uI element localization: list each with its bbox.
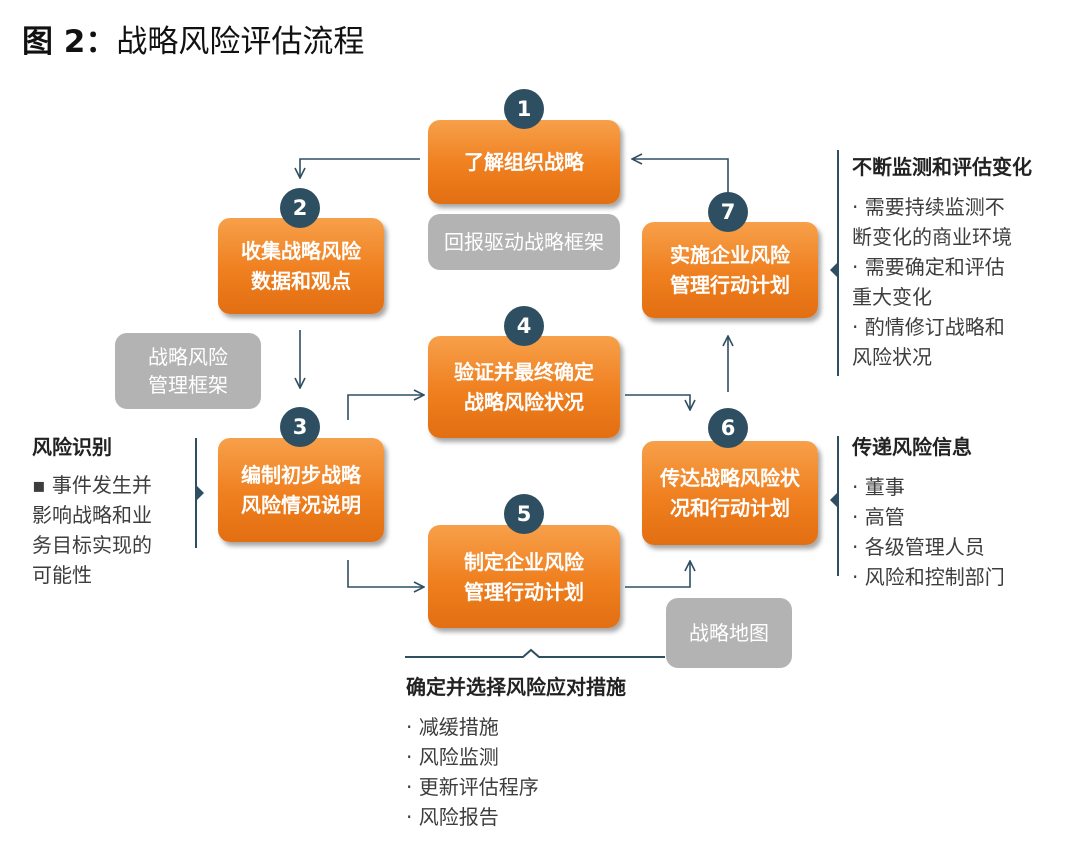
grey-box-line: 回报驱动战略框架	[444, 230, 604, 254]
arrow-3-to-4	[347, 395, 424, 420]
note-monitor-changes: 不断监测和评估变化 · 需要持续监测不 断变化的商业环境 · 需要确定和评估 重…	[852, 152, 1032, 372]
step-3-box: 编制初步战略 风险情况说明	[218, 438, 384, 542]
step-3-number-badge: 3	[280, 407, 320, 447]
grey-box-strategy-map: 战略地图	[666, 598, 792, 668]
response-bracket	[405, 648, 665, 658]
step-label: 编制初步战略	[241, 463, 361, 487]
arrow-3-to-5	[347, 560, 424, 587]
arrow-7-to-1	[632, 159, 729, 198]
step-7-number-badge: 7	[708, 192, 748, 232]
step-1-box: 了解组织战略	[428, 120, 620, 204]
step-6-box: 传达战略风险状 况和行动计划	[642, 441, 818, 545]
risk-id-bracket-pointer	[196, 485, 204, 501]
step-label: 风险情况说明	[241, 493, 361, 517]
note-heading: 不断监测和评估变化	[852, 155, 1032, 179]
note-item: 重大变化	[852, 285, 932, 309]
page-title: 图 2：战略风险评估流程	[22, 16, 364, 61]
note-item: · 减缓措施	[406, 715, 499, 739]
grey-box-line: 战略风险	[148, 345, 228, 369]
step-5-number-badge: 5	[504, 494, 544, 534]
title-prefix: 图 2：	[22, 24, 117, 60]
note-item: 影响战略和业	[32, 503, 152, 527]
step-2-number-badge: 2	[280, 188, 320, 228]
note-communicate-risk: 传递风险信息 · 董事 · 高管 · 各级管理人员 · 风险和控制部门	[852, 432, 1005, 592]
grey-box-line: 战略地图	[689, 621, 769, 645]
step-4-box: 验证并最终确定 战略风险状况	[428, 336, 620, 438]
step-label: 数据和观点	[251, 269, 351, 293]
note-item: 可能性	[32, 563, 92, 587]
note-item: 断变化的商业环境	[852, 225, 1012, 249]
note-item: · 需要持续监测不	[852, 195, 1005, 219]
note-item: · 各级管理人员	[852, 535, 985, 559]
note-heading: 确定并选择风险应对措施	[406, 675, 626, 699]
note-item: · 风险报告	[406, 805, 499, 829]
step-label: 收集战略风险	[241, 239, 361, 263]
arrow-1-to-2	[300, 158, 420, 178]
note-heading: 风险识别	[32, 435, 112, 459]
note-item: · 董事	[852, 475, 905, 499]
arrow-4-to-6	[625, 394, 690, 410]
communicate-bracket-line	[837, 436, 839, 576]
note-item: ▪ 事件发生并	[32, 473, 152, 497]
communicate-bracket-pointer	[830, 492, 838, 508]
step-label: 传达战略风险状	[660, 466, 800, 490]
step-label: 实施企业风险	[670, 243, 790, 267]
arrow-5-to-6	[625, 561, 690, 588]
step-5-box: 制定企业风险 管理行动计划	[428, 525, 620, 628]
step-label: 验证并最终确定	[454, 360, 594, 384]
step-label: 管理行动计划	[464, 579, 584, 604]
risk-id-bracket-line	[195, 438, 197, 548]
grey-box-risk-framework: 战略风险 管理框架	[115, 333, 261, 409]
note-risk-response: 确定并选择风险应对措施 · 减缓措施 · 风险监测 · 更新评估程序 · 风险报…	[406, 672, 626, 832]
note-item: 风险状况	[852, 345, 932, 369]
note-item: · 风险和控制部门	[852, 565, 1005, 589]
monitor-bracket-pointer	[830, 262, 838, 278]
step-4-number-badge: 4	[504, 306, 544, 346]
title-text: 战略风险评估流程	[116, 24, 365, 60]
note-risk-identification: 风险识别 ▪ 事件发生并 影响战略和业 务目标实现的 可能性	[32, 432, 152, 590]
note-item: · 高管	[852, 505, 905, 529]
step-7-box: 实施企业风险 管理行动计划	[642, 222, 818, 318]
step-label: 况和行动计划	[670, 496, 790, 520]
step-label: 战略风险状况	[464, 390, 584, 414]
step-label: 了解组织战略	[464, 150, 584, 174]
note-item: 务目标实现的	[32, 533, 152, 557]
note-item: · 风险监测	[406, 745, 499, 769]
note-heading: 传递风险信息	[852, 435, 972, 459]
note-item: · 需要确定和评估	[852, 255, 1005, 279]
note-item: · 酌情修订战略和	[852, 315, 1005, 339]
monitor-bracket-line	[837, 150, 839, 376]
grey-box-return-driven-framework: 回报驱动战略框架	[428, 214, 620, 270]
step-2-box: 收集战略风险 数据和观点	[218, 218, 384, 314]
step-1-number-badge: 1	[504, 89, 544, 129]
grey-box-line: 管理框架	[148, 373, 228, 397]
note-item: · 更新评估程序	[406, 775, 539, 799]
step-label: 管理行动计划	[670, 273, 790, 297]
step-label: 制定企业风险	[464, 549, 584, 574]
step-6-number-badge: 6	[708, 408, 748, 448]
